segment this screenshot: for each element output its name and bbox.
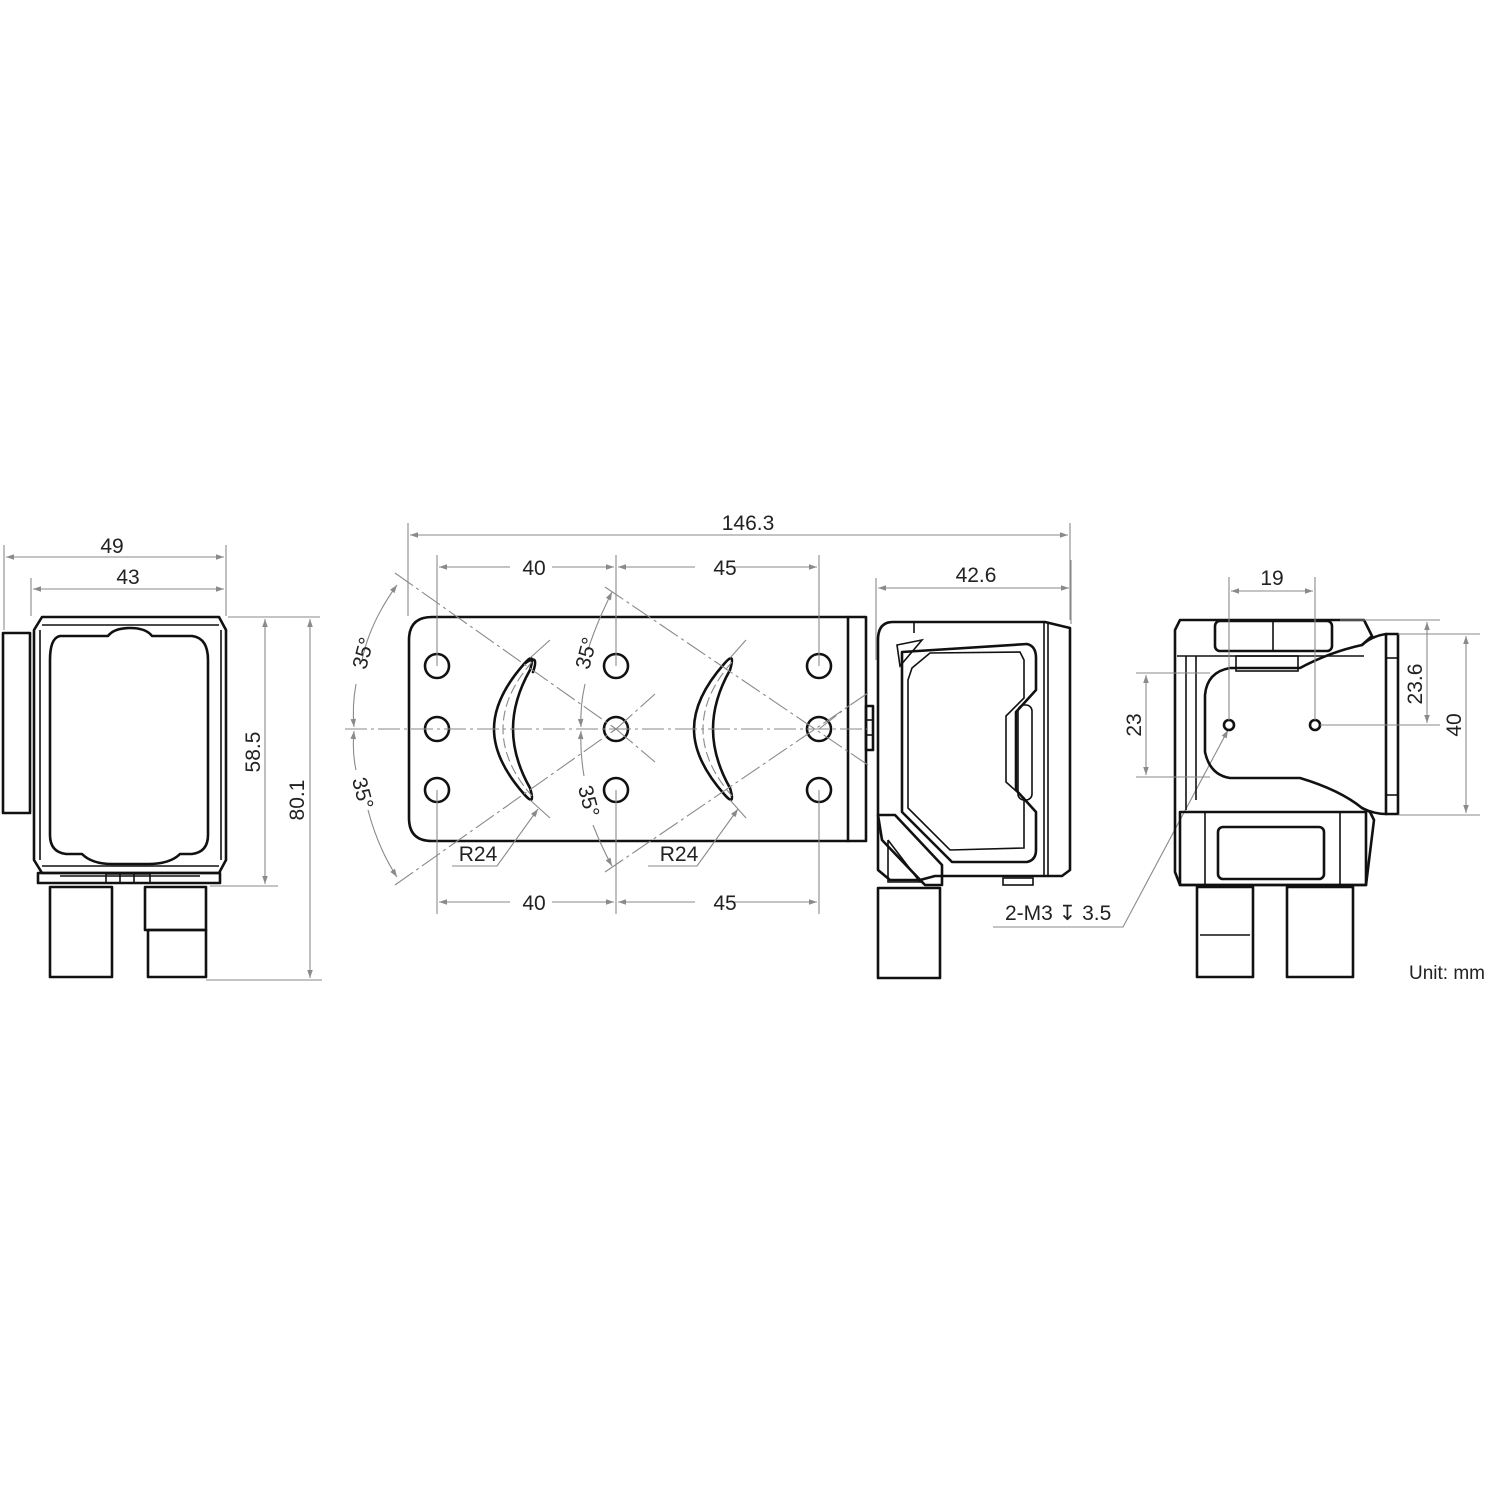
dim-23-6: 23.6 (1404, 664, 1427, 705)
rear-hole-left (1222, 718, 1236, 732)
front-view: 49 43 58.5 80.1 (1, 535, 322, 981)
dim-bottom-45: 45 (713, 892, 736, 915)
radius-right: R24 (660, 843, 699, 866)
unit-label: Unit: mm (1409, 963, 1485, 984)
front-window (48, 626, 210, 866)
dim-49: 49 (100, 535, 123, 558)
angle-mid-lower: 35° (573, 783, 603, 820)
angle-mid-upper: 35° (572, 635, 602, 672)
side-connector (876, 886, 942, 980)
radius-left: R24 (459, 843, 498, 866)
dim-top-45: 45 (713, 557, 736, 580)
dim-146-3: 146.3 (722, 512, 775, 535)
thread-callout: 2-M3 ↧ 3.5 (1005, 902, 1111, 925)
angle-left-upper: 35° (349, 635, 379, 672)
angle-left-lower: 35° (347, 775, 377, 812)
dim-bottom-40: 40 (522, 892, 545, 915)
dim-42-6: 42.6 (956, 564, 997, 587)
rear-connector-left (1195, 885, 1255, 979)
side-body (876, 620, 1072, 882)
rear-plate (1384, 632, 1400, 816)
side-view: 42.6 2-M3 ↧ 3.5 (875, 560, 1229, 980)
rear-hole-right (1308, 718, 1322, 732)
dim-top-40: 40 (522, 557, 545, 580)
dim-40: 40 (1443, 713, 1466, 736)
dim-43: 43 (116, 566, 139, 589)
connector-left (48, 885, 114, 979)
rear-view: 19 23 23.6 40 Unit: mm (1123, 567, 1485, 984)
mount-holes (423, 652, 833, 804)
dim-23: 23 (1123, 713, 1146, 736)
rear-connector-right (1285, 885, 1355, 979)
dim-58-5: 58.5 (242, 732, 265, 773)
front-body (32, 615, 228, 875)
side-window (900, 642, 1038, 864)
side-plate (1, 631, 32, 815)
dim-19: 19 (1260, 567, 1283, 590)
connector-right-lower (146, 928, 208, 979)
connector-right-upper (143, 885, 208, 932)
bracket-plate (407, 615, 868, 843)
dim-80-1: 80.1 (286, 780, 309, 821)
